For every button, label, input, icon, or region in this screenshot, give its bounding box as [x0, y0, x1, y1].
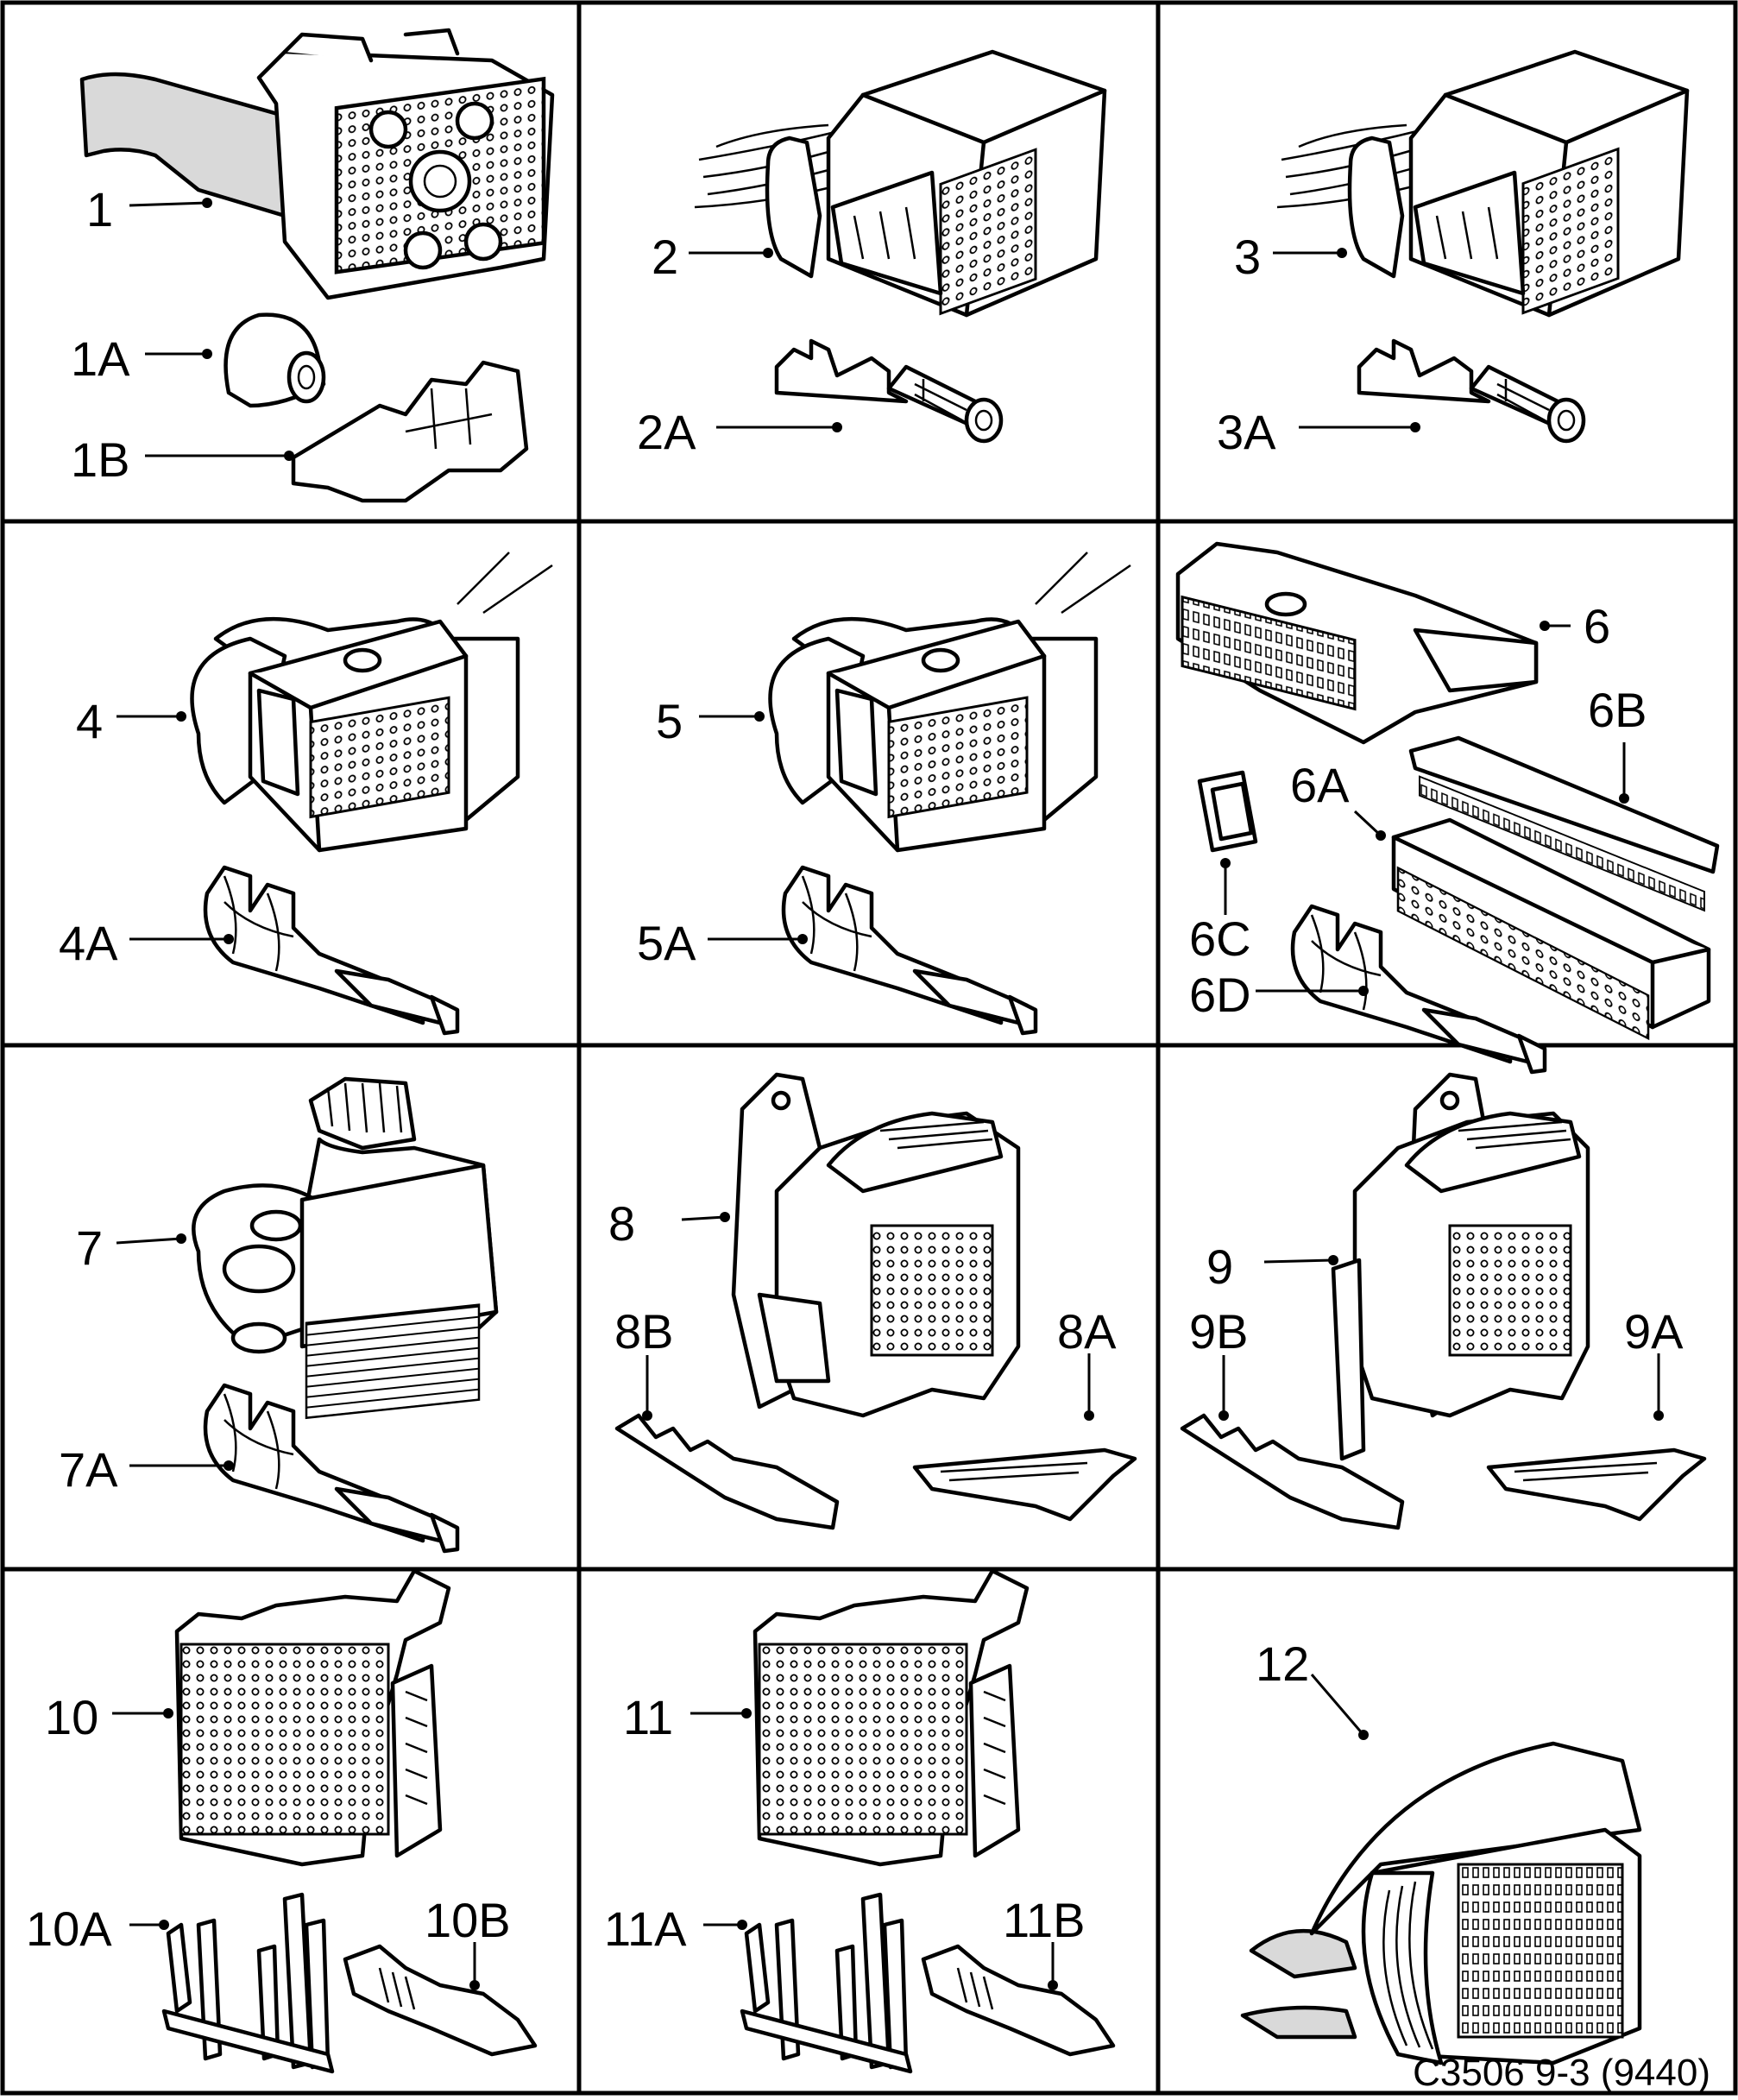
- connector-4-drawing: [190, 552, 553, 1033]
- callout-9a: 9A: [1624, 1304, 1684, 1359]
- callout-6d: 6D: [1189, 968, 1251, 1022]
- callout-10a: 10A: [26, 1901, 112, 1956]
- callout-1: 1: [86, 182, 114, 236]
- callout-9: 9: [1206, 1239, 1234, 1294]
- callout-5a: 5A: [637, 916, 696, 970]
- callout-6: 6: [1584, 599, 1611, 653]
- callout-5: 5: [656, 694, 683, 748]
- callout-7: 7: [76, 1220, 104, 1275]
- callout-10b: 10B: [425, 1893, 511, 1947]
- callout-3: 3: [1234, 230, 1262, 284]
- connector-11-drawing: [740, 1568, 1116, 2074]
- connector-9-drawing: [1180, 1072, 1707, 1530]
- callout-11a: 11A: [604, 1901, 687, 1956]
- callout-1a: 1A: [71, 331, 130, 386]
- callout-8b: 8B: [614, 1304, 674, 1359]
- callout-12: 12: [1256, 1636, 1310, 1691]
- connector-2-drawing: [694, 49, 1107, 441]
- callout-1b: 1B: [71, 432, 130, 487]
- connector-3-drawing: [1276, 49, 1690, 441]
- callout-6a: 6A: [1290, 758, 1350, 812]
- callout-6c: 6C: [1189, 911, 1251, 966]
- callout-8a: 8A: [1057, 1304, 1117, 1359]
- connector-6-drawing: [1175, 541, 1720, 1072]
- connector-1-drawing: [79, 28, 555, 503]
- leader-lines: [112, 198, 1664, 1990]
- connector-8-drawing: [614, 1072, 1137, 1530]
- callout-10: 10: [45, 1690, 99, 1744]
- callout-4: 4: [76, 694, 104, 748]
- callout-4a: 4A: [59, 916, 118, 970]
- callout-7a: 7A: [59, 1442, 118, 1497]
- callout-2: 2: [652, 230, 679, 284]
- connector-12-drawing: [1240, 1741, 1642, 2065]
- callout-8: 8: [608, 1196, 636, 1251]
- callout-3a: 3A: [1217, 405, 1276, 459]
- connector-10-drawing: [161, 1568, 538, 2074]
- callout-11: 11: [623, 1690, 674, 1744]
- callout-2a: 2A: [637, 405, 696, 459]
- reference-code: C3506 9-3 (9440): [1413, 2052, 1710, 2094]
- callout-9b: 9B: [1189, 1304, 1249, 1359]
- connector-5-drawing: [768, 552, 1131, 1033]
- callout-11b: 11B: [1003, 1893, 1086, 1947]
- connector-7-drawing: [192, 1076, 499, 1551]
- callout-6b: 6B: [1588, 683, 1647, 737]
